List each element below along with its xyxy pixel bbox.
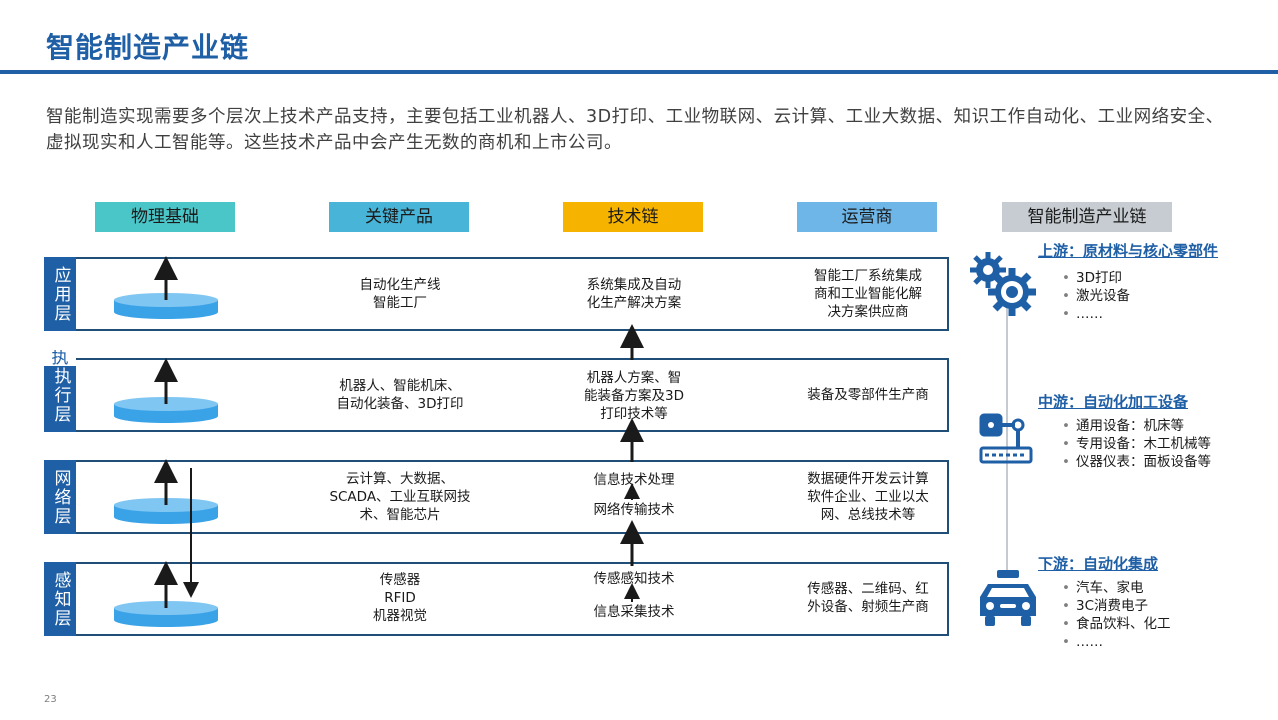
product-cell-network: 云计算、大数据、 SCADA、工业互联网技 术、智能芯片 — [329, 471, 471, 523]
tech-bottom-cell-network: 网络传输技术 — [593, 502, 675, 518]
operator-cell-perception: 传感器、二维码、红 外设备、射频生产商 — [807, 581, 929, 615]
layer-label-execution: 执行层 — [44, 358, 76, 432]
midstream-title[interactable]: 中游：自动化加工设备 — [1038, 393, 1189, 411]
list-item: …… — [1060, 305, 1130, 323]
tech-cell-execution: 机器人方案、智 能装备方案及3D 打印技术等 — [584, 370, 684, 422]
midstream-list: 通用设备：机床等 专用设备：木工机械等 仪器仪表：面板设备等 — [1060, 417, 1211, 471]
upstream-title[interactable]: 上游：原材料与核心零部件 — [1038, 242, 1219, 260]
column-header-operator: 运营商 — [797, 202, 937, 232]
page-number: 23 — [44, 694, 57, 705]
column-header-product: 关键产品 — [329, 202, 469, 232]
layer-row-perception — [76, 562, 949, 636]
list-item: 通用设备：机床等 — [1060, 417, 1211, 435]
list-item: 专用设备：木工机械等 — [1060, 435, 1211, 453]
layer-label-network: 网络层 — [44, 460, 76, 534]
layer-label-application: 应用层 — [44, 257, 76, 331]
tech-top-cell-perception: 传感感知技术 — [593, 571, 675, 587]
layer-row-application — [76, 257, 949, 331]
list-item: 汽车、家电 — [1060, 579, 1171, 597]
column-header-tech: 技术链 — [563, 202, 703, 232]
operator-cell-network: 数据硬件开发云计算 软件企业、工业以太 网、总线技术等 — [807, 471, 929, 523]
layer-label-overlap-glyph: 执 — [44, 350, 76, 366]
page-title: 智能制造产业链 — [46, 31, 250, 64]
product-cell-application: 自动化生产线 智能工厂 — [359, 277, 441, 311]
list-item: 3D打印 — [1060, 269, 1130, 287]
downstream-list: 汽车、家电 3C消费电子 食品饮料、化工 …… — [1060, 579, 1171, 651]
tech-bottom-cell-perception: 信息采集技术 — [593, 604, 675, 620]
list-item: 激光设备 — [1060, 287, 1130, 305]
column-header-chain: 智能制造产业链 — [1002, 202, 1172, 232]
upstream-list: 3D打印 激光设备 …… — [1060, 269, 1130, 323]
operator-cell-execution: 装备及零部件生产商 — [807, 387, 929, 403]
list-item: 仪器仪表：面板设备等 — [1060, 453, 1211, 471]
title-divider — [0, 70, 1278, 74]
layer-label-perception: 感知层 — [44, 562, 76, 636]
layer-row-network — [76, 460, 949, 534]
intro-paragraph: 智能制造实现需要多个层次上技术产品支持，主要包括工业机器人、3D打印、工业物联网… — [46, 107, 1224, 153]
tech-cell-application: 系统集成及自动 化生产解决方案 — [586, 277, 682, 311]
column-header-physical: 物理基础 — [95, 202, 235, 232]
tech-top-cell-network: 信息技术处理 — [593, 472, 675, 488]
disk-application — [114, 293, 218, 319]
robot-arm-icon — [979, 413, 1033, 464]
layer-row-execution — [76, 358, 949, 432]
downstream-title[interactable]: 下游：自动化集成 — [1038, 555, 1159, 573]
product-cell-execution: 机器人、智能机床、 自动化装备、3D打印 — [336, 378, 464, 412]
list-item: 3C消费电子 — [1060, 597, 1171, 615]
operator-cell-application: 智能工厂系统集成 商和工业智能化解 决方案供应商 — [814, 268, 922, 320]
product-cell-perception: 传感器 RFID 机器视觉 — [373, 572, 427, 624]
list-item: 食品饮料、化工 — [1060, 615, 1171, 633]
gears-icon — [970, 252, 1036, 316]
list-item: …… — [1060, 633, 1171, 651]
car-icon — [980, 570, 1036, 626]
